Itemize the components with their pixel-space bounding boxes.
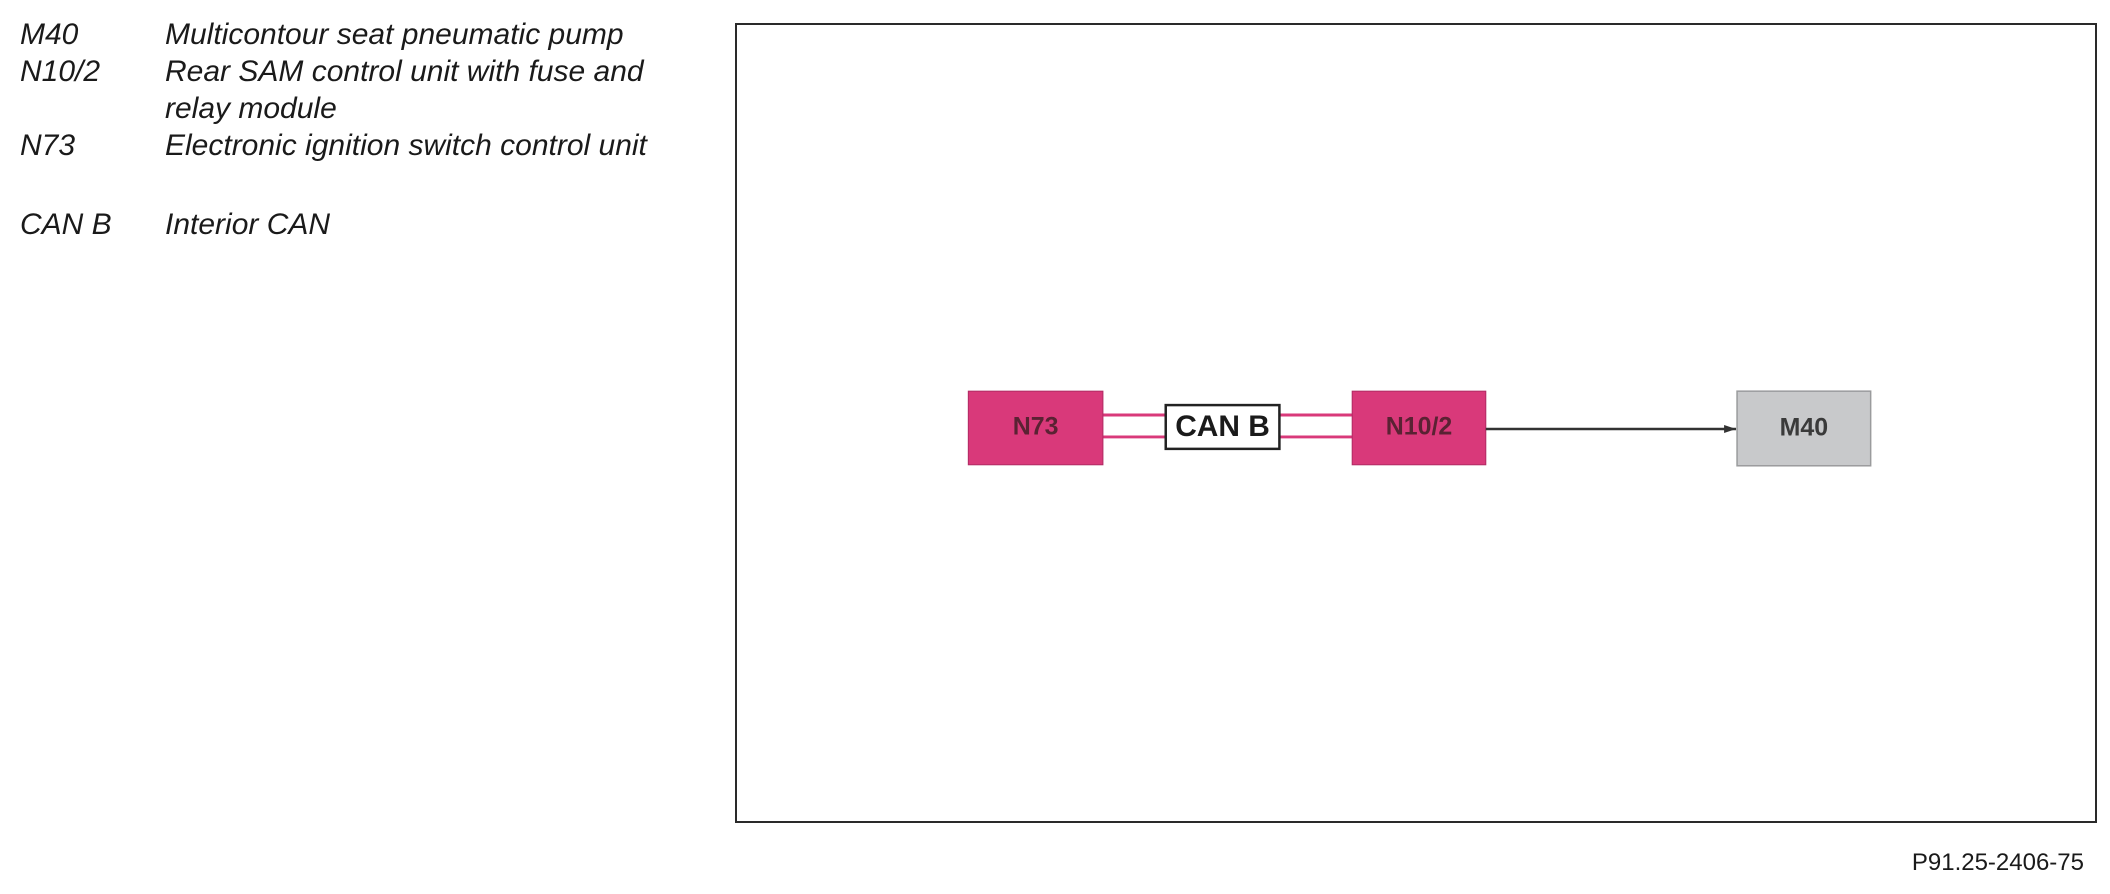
can-b-label: CAN B bbox=[1175, 410, 1270, 443]
legend-code: M40 bbox=[20, 18, 79, 51]
legend-code: N10/2 bbox=[20, 55, 101, 88]
n10-2-label: N10/2 bbox=[1386, 413, 1452, 441]
n73-block: N73 bbox=[967, 390, 1104, 466]
block-diagram: N73 CAN B N10/2 M40 bbox=[967, 390, 1872, 467]
diagram-frame: N73 CAN B N10/2 M40 bbox=[735, 23, 2097, 823]
legend-description: Multicontour seat pneumatic pump bbox=[165, 18, 624, 51]
legend-description: Interior CAN bbox=[165, 208, 331, 241]
legend-item-n73: N73 Electronic ignition switch control u… bbox=[20, 127, 660, 164]
can-b-label-box: CAN B bbox=[1164, 403, 1281, 451]
m40-block: M40 bbox=[1736, 390, 1872, 467]
legend-item-can-b: CAN B Interior CAN bbox=[20, 206, 660, 243]
n10-2-block: N10/2 bbox=[1351, 390, 1487, 466]
figure-reference: P91.25-2406-75 bbox=[1911, 849, 2084, 876]
n73-label: N73 bbox=[1013, 413, 1059, 441]
legend-item-m40: M40 Multicontour seat pneumatic pump bbox=[20, 16, 660, 53]
legend-description: Electronic ignition switch control unit bbox=[165, 129, 647, 162]
legend-code: N73 bbox=[20, 129, 76, 162]
legend-code: CAN B bbox=[20, 208, 112, 241]
legend: M40 Multicontour seat pneumatic pump N10… bbox=[20, 16, 660, 243]
m40-label: M40 bbox=[1780, 414, 1828, 442]
legend-item-n10-2: N10/2 Rear SAM control unit with fuse an… bbox=[20, 53, 660, 127]
legend-description: Rear SAM control unit with fuse and rela… bbox=[165, 55, 644, 125]
